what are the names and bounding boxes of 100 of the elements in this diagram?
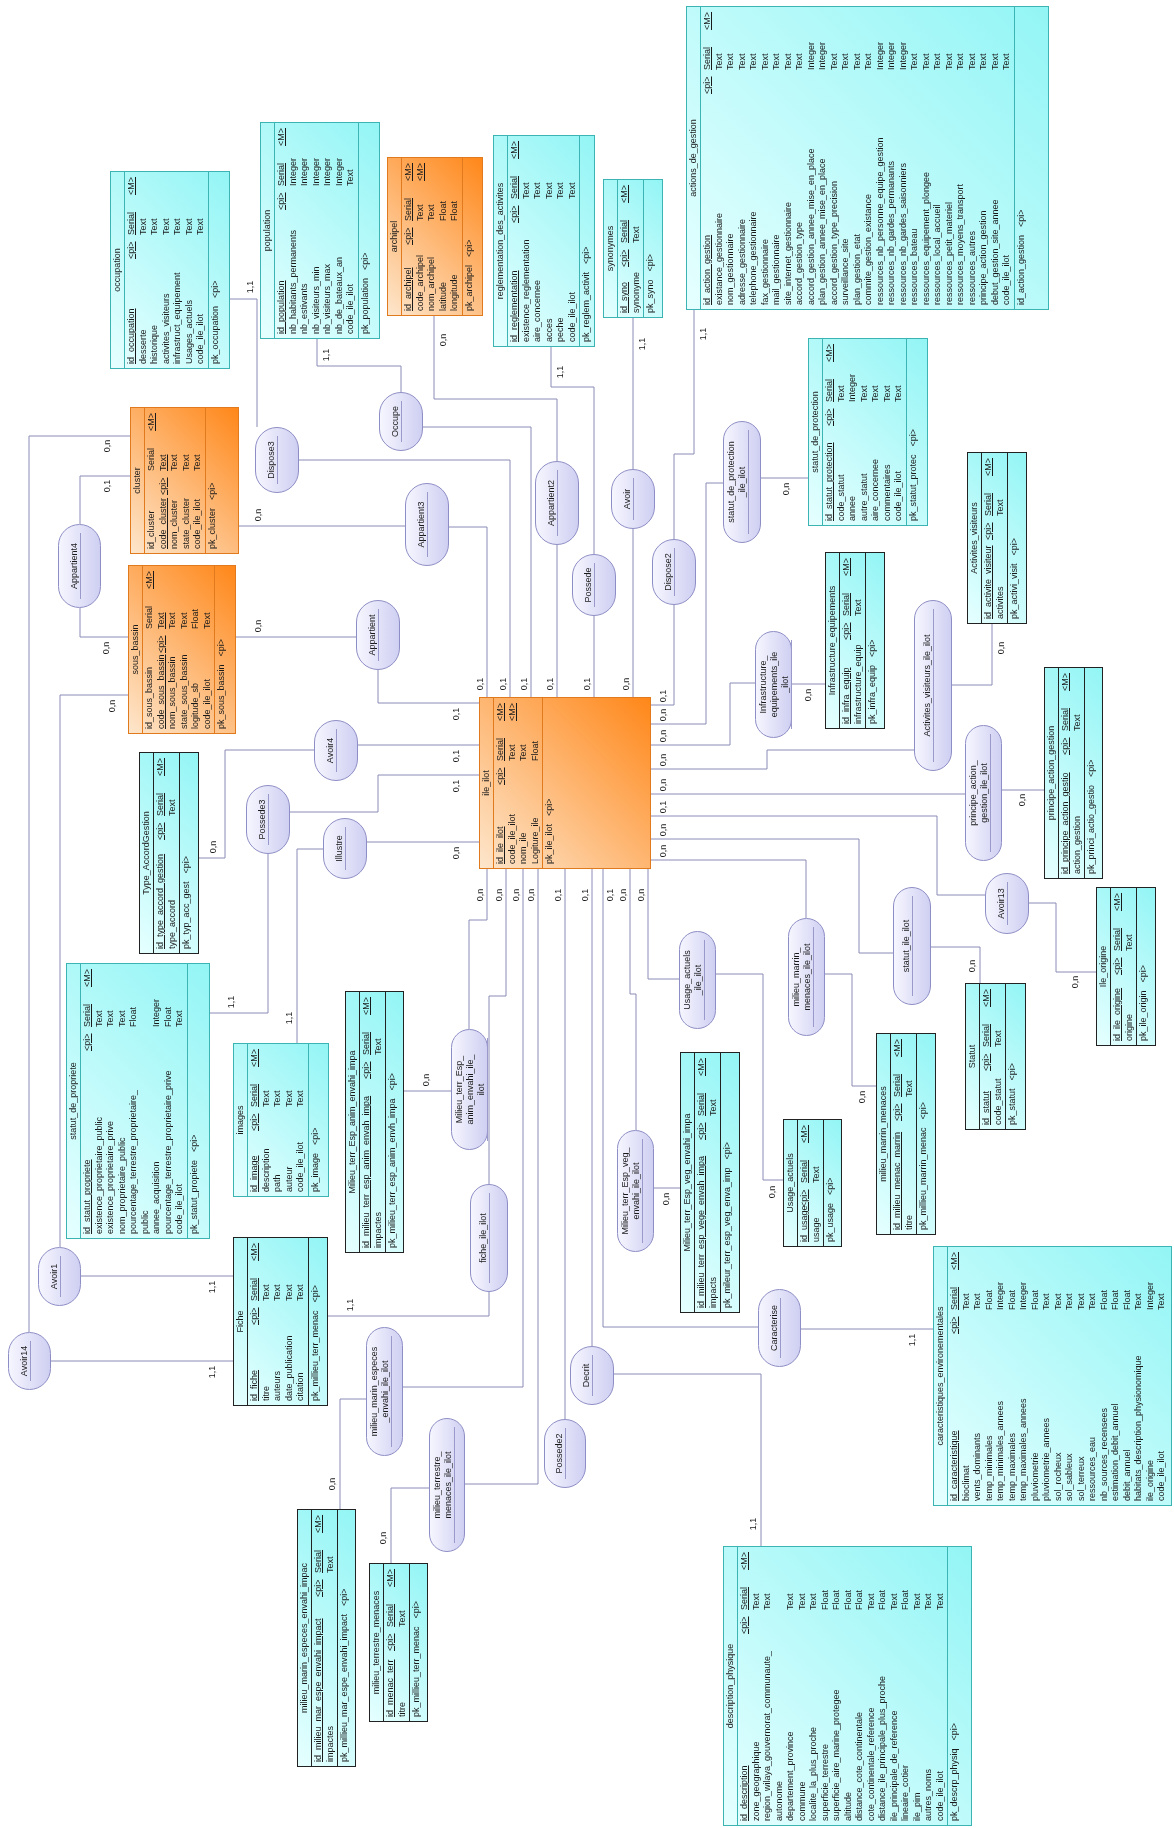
identifier-marker: <pi> <box>1007 1061 1018 1081</box>
data-type: Text <box>178 611 190 629</box>
entity-box <box>297 1509 356 1767</box>
mandatory-marker: <M> <box>403 162 414 181</box>
identifier-marker: <pi> <box>495 766 506 785</box>
association-name: statut_ile_ilot <box>896 896 913 996</box>
data-type: Integer <box>299 156 310 186</box>
entity-title: actions_de_gestion <box>687 118 699 199</box>
cardinality-label: 0,1 <box>519 676 529 692</box>
association-pill <box>544 1419 586 1488</box>
data-type: Text <box>782 52 794 70</box>
association-pill <box>451 1029 488 1150</box>
entity-box <box>369 1563 428 1722</box>
entity-box <box>825 552 885 729</box>
data-type: Text <box>923 1592 934 1610</box>
connector-line <box>556 544 558 698</box>
attribute-name: infrastruct_equipement <box>172 271 183 364</box>
data-type: Text <box>966 52 978 70</box>
entity-title: Infrastructure_equipements <box>826 584 838 698</box>
connector-line <box>650 815 986 896</box>
attribute-name: ressources_eau <box>1087 1435 1098 1501</box>
entity-title: archipel <box>388 219 400 255</box>
cardinality-label: 0,n <box>658 777 668 793</box>
data-type: Float <box>819 1589 831 1610</box>
data-type: Integer <box>310 156 322 186</box>
data-type: Text <box>272 1089 283 1107</box>
association-name: Illustre <box>326 827 346 870</box>
mandatory-marker: <M> <box>82 968 93 987</box>
data-type: Text <box>295 1089 306 1107</box>
association-name: statut_de_protection _ile_ilot <box>726 430 749 534</box>
attribute-name: Usages_actuels <box>183 298 195 364</box>
identifier-marker: <pi> <box>463 238 475 257</box>
attribute-name: nom_proprietaire_public <box>116 1136 128 1234</box>
entity-title: sous_bassin <box>129 623 141 677</box>
data-type: Float <box>1098 1289 1110 1310</box>
identifier-marker: <pi> <box>722 1140 733 1160</box>
attribute-name: zone_geographique <box>750 1740 762 1821</box>
attribute-name: code_ile_ilot <box>201 677 213 729</box>
association-name: Appartient4 <box>61 533 81 599</box>
data-type: Text <box>272 1283 283 1301</box>
attribute-name: commentaires <box>881 463 893 521</box>
connector-line <box>468 868 488 1030</box>
data-type: Text <box>157 453 169 471</box>
data-type: Text <box>858 384 870 402</box>
data-type: Float <box>190 608 201 629</box>
entity-title: Statut <box>966 1043 978 1071</box>
data-type: Text <box>283 1089 295 1107</box>
attribute-name: id_action_gestion <box>702 233 713 305</box>
connector-line <box>327 1291 490 1317</box>
connector-line <box>800 1328 934 1330</box>
attribute-name: code_cluster <box>157 496 169 549</box>
entity-box <box>130 407 239 554</box>
attribute-name: citation <box>295 1371 306 1401</box>
entity-box <box>933 1246 1172 1506</box>
attribute-name: ressources_nb_gardes_saisonniers <box>897 161 909 305</box>
association-name: Dispose2 <box>655 548 675 596</box>
mandatory-marker: <M> <box>313 1514 324 1533</box>
entity-title: Ile_origine <box>1097 944 1109 990</box>
attribute-name: accord_gestion_type <box>794 220 805 305</box>
data-type: Text <box>1133 1292 1144 1310</box>
attribute-name: code_statut <box>835 473 847 521</box>
data-type: Text <box>506 743 518 761</box>
attribute-name: habitats_description_physionomique <box>1133 1354 1144 1501</box>
association-pill <box>723 421 761 543</box>
data-type: Text <box>725 52 736 70</box>
entity-box <box>965 983 1026 1130</box>
association-pill <box>965 725 1002 861</box>
entity-title: milieu_marin_especes_envahi_impac <box>298 1561 310 1716</box>
connector-line <box>339 1398 367 1510</box>
connector-line <box>791 683 826 685</box>
identifier-name: pk_usage <box>825 1202 836 1242</box>
identifier-name: pk_reglem_activit <box>581 271 592 342</box>
cardinality-label: 0,n <box>494 887 504 903</box>
data-type: Text <box>105 1009 116 1027</box>
data-type: Float <box>437 200 449 221</box>
connector-line <box>402 868 524 1388</box>
identifier-name: pk_infra_equip <box>867 664 878 724</box>
association-name: Dispose3 <box>258 436 278 484</box>
entity-title: images <box>234 1104 246 1137</box>
attribute-name: titre <box>396 1701 408 1717</box>
association-pill <box>755 631 792 738</box>
data-type: Float <box>854 1589 865 1610</box>
cardinality-label: 0,n <box>107 698 117 714</box>
data-type: Text <box>414 203 426 221</box>
attribute-name: synonyme <box>630 270 642 313</box>
connector-line <box>488 868 507 1185</box>
identifier-name: pk_statut_protec <box>907 454 919 521</box>
attribute-name: id_population <box>276 279 287 334</box>
identifier-name: pk_mileur_terr_esp_veg_enva_imp <box>722 1167 733 1308</box>
attribute-name: ressources_nb_gardes_permanants <box>886 159 897 305</box>
data-type: Integer <box>1018 1280 1029 1310</box>
data-type: Text <box>1001 52 1012 70</box>
attribute-name: impactes <box>324 1725 336 1762</box>
mandatory-marker: <M> <box>249 1242 260 1261</box>
mandatory-marker: <M> <box>506 702 518 721</box>
connector-line <box>602 868 759 1328</box>
data-type: Text <box>345 168 356 186</box>
association-pill <box>758 1289 801 1367</box>
identifier-marker: <pi> <box>949 1315 960 1334</box>
entity-box <box>493 135 595 347</box>
